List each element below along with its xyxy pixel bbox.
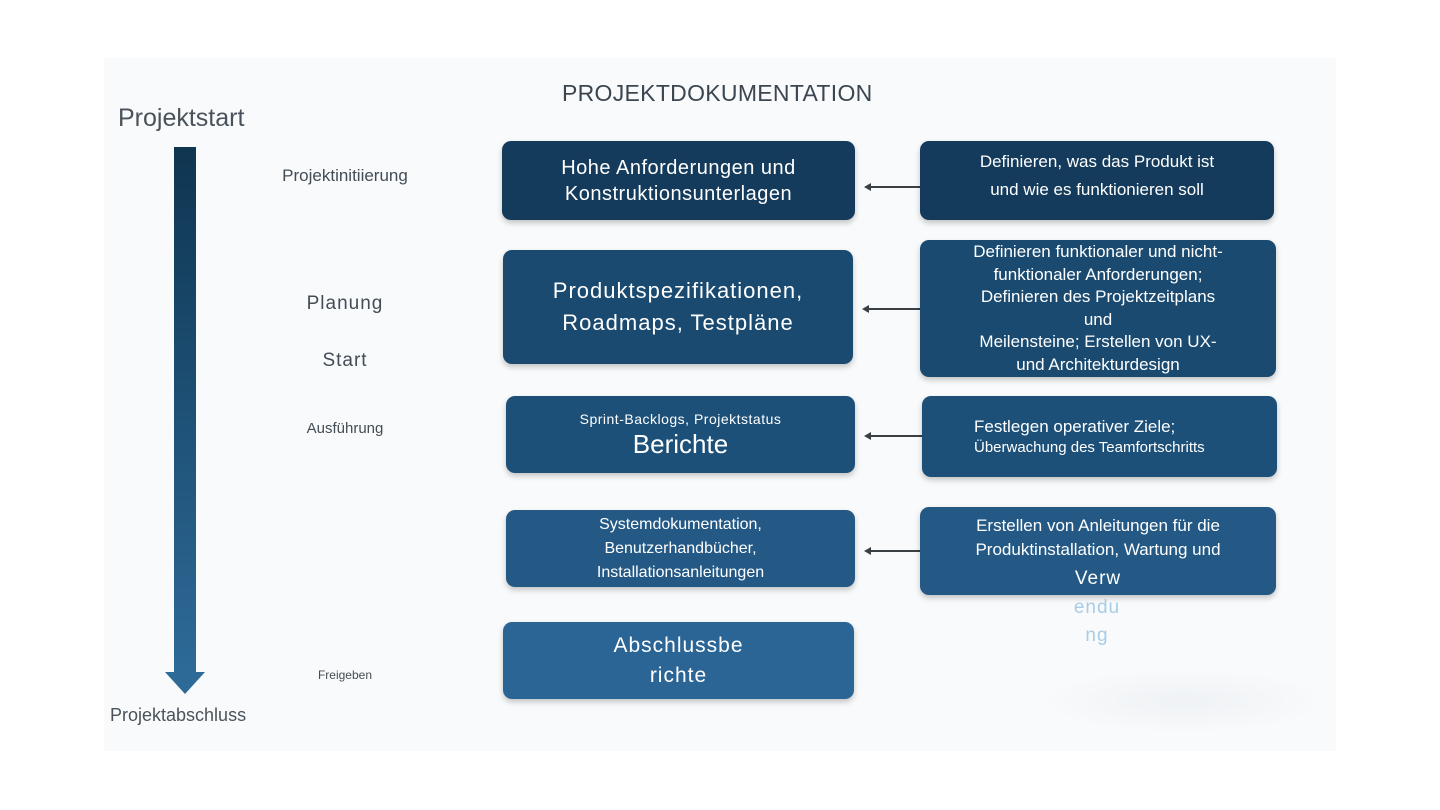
- diagram-title: PROJEKTDOKUMENTATION: [562, 80, 873, 106]
- description-text-line: Überwachung des Teamfortschritts: [974, 438, 1205, 456]
- overflow-text-line: ng: [1085, 625, 1109, 646]
- description-text-line: Produktinstallation, Wartung und: [975, 540, 1221, 559]
- document-text-line: Systemdokumentation,: [599, 515, 762, 533]
- description-text-line: funktionaler Anforderungen;: [993, 264, 1203, 284]
- timeline-end-label: Projektabschluss: [110, 705, 247, 725]
- overflow-text: endu ng: [1057, 594, 1137, 650]
- timeline-arrow-shaft: [174, 147, 196, 675]
- description-text-line: Meilensteine; Erstellen von UX-: [979, 332, 1217, 351]
- document-text-line: Abschlussbe: [613, 633, 744, 657]
- document-text-line: richte: [649, 663, 708, 687]
- description-text-line: Festlegen operativer Ziele;: [974, 416, 1176, 436]
- phase-label-execution: Ausführung: [306, 420, 384, 437]
- description-text-line: Definieren des Projektzeitplans: [980, 287, 1216, 306]
- connector-arrowhead: [864, 432, 871, 440]
- connector-arrowhead: [864, 183, 871, 191]
- overflow-text-line: endu: [1073, 597, 1121, 618]
- description-box-installation-guides: Erstellen von Anleitungen für die Produk…: [920, 507, 1276, 595]
- timeline-arrow-head: [165, 672, 205, 694]
- phase-label-release: Freigeben: [317, 668, 373, 682]
- background-smudge: [1042, 668, 1326, 734]
- connector-arrowhead: [864, 547, 871, 555]
- document-text-line: Produktspezifikationen,: [552, 278, 804, 303]
- phase-label-initiation: Projektinitiierung: [282, 166, 408, 185]
- document-text-line: Benutzerhandbücher,: [604, 539, 757, 557]
- phase-label-planning: Planung: [306, 293, 384, 314]
- document-text-line: Sprint-Backlogs, Projektstatus: [579, 410, 782, 427]
- description-box-product-definition: Definieren, was das Produkt ist und wie …: [920, 141, 1274, 220]
- timeline-start-label: Projektstart: [118, 104, 245, 132]
- description-text-line: und: [1083, 309, 1113, 329]
- document-text-line: Berichte: [632, 428, 729, 459]
- document-box-system-docs: Systemdokumentation, Benutzerhandbücher,…: [506, 510, 855, 587]
- description-text-line: Definieren, was das Produkt ist: [979, 152, 1215, 171]
- description-text-line: und wie es funktionieren soll: [990, 180, 1204, 199]
- document-text-line: Konstruktionsunterlagen: [564, 182, 793, 205]
- document-box-specifications: Produktspezifikationen, Roadmaps, Testpl…: [503, 250, 853, 364]
- connector-line: [870, 550, 922, 552]
- connector-line: [870, 186, 920, 188]
- connector-line: [868, 308, 920, 310]
- description-box-requirements-planning: Definieren funktionaler und nicht- funkt…: [920, 240, 1276, 377]
- description-text-line: und Architekturdesign: [1016, 354, 1180, 374]
- document-text-line: Installationsanleitungen: [596, 563, 765, 581]
- document-box-closing-reports: Abschlussbe richte: [503, 622, 854, 699]
- description-text-line: Verw: [1074, 568, 1122, 589]
- connector-arrowhead: [862, 305, 869, 313]
- connector-line: [870, 435, 922, 437]
- document-text-line: Roadmaps, Testpläne: [562, 310, 794, 335]
- phase-label-start: Start: [322, 350, 368, 371]
- document-box-sprint-reports: Sprint-Backlogs, Projektstatus Berichte: [506, 396, 855, 473]
- description-box-operational-goals: Festlegen operativer Ziele; Überwachung …: [922, 396, 1277, 477]
- description-text-line: Definieren funktionaler und nicht-: [973, 242, 1223, 261]
- document-text-line: Hohe Anforderungen und: [561, 156, 796, 179]
- description-text-line: Erstellen von Anleitungen für die: [976, 516, 1220, 535]
- document-box-requirements: Hohe Anforderungen und Konstruktionsunte…: [502, 141, 855, 220]
